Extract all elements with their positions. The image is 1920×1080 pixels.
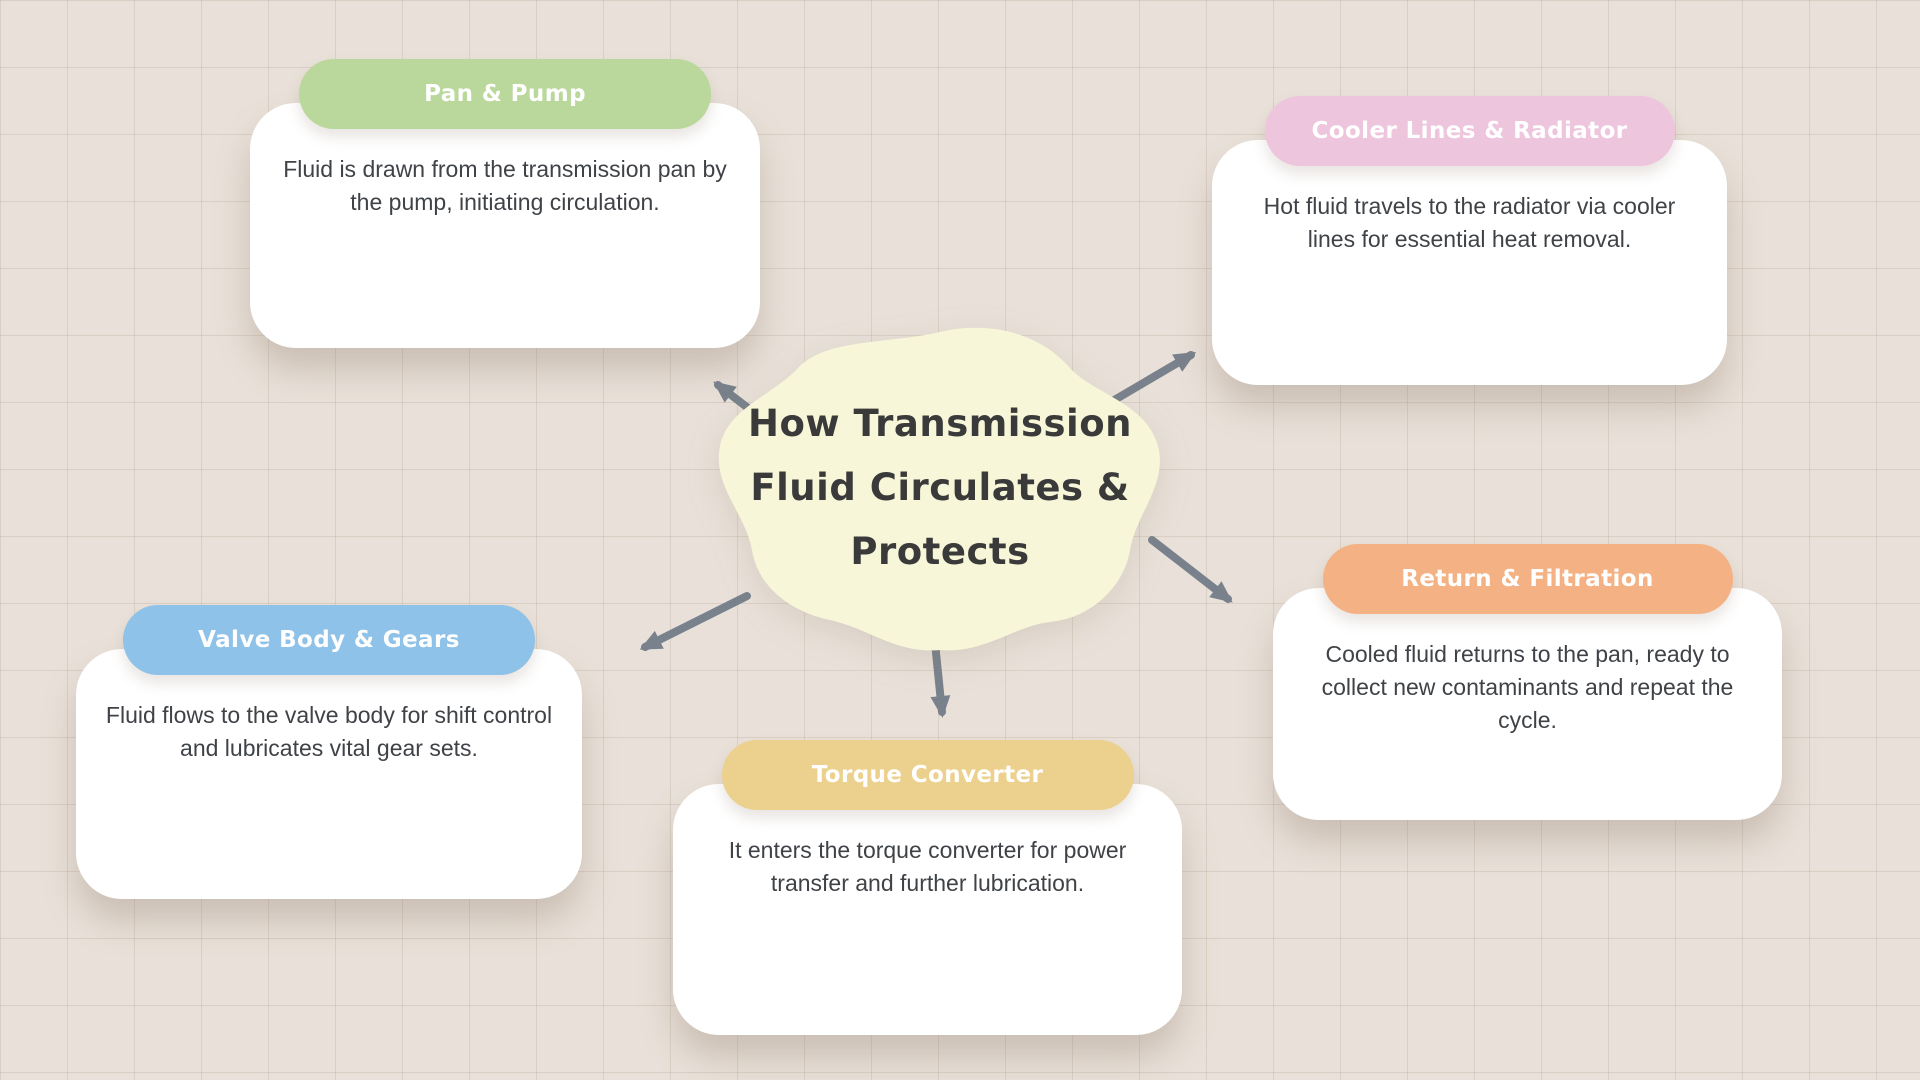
- node-title: Valve Body & Gears: [198, 627, 460, 653]
- node-title: Cooler Lines & Radiator: [1311, 118, 1628, 144]
- node-description: Fluid is drawn from the transmission pan…: [283, 156, 727, 215]
- center-title-line: Fluid Circulates &: [750, 466, 1130, 509]
- node-card-cooler-lines-radiator: Cooler Lines & Radiator Hot fluid travel…: [1212, 96, 1727, 385]
- node-card-pan-pump: Pan & Pump Fluid is drawn from the trans…: [250, 59, 760, 348]
- node-card-valve-body-gears: Valve Body & Gears Fluid flows to the va…: [76, 605, 582, 899]
- node-card-return-filtration: Return & Filtration Cooled fluid returns…: [1273, 544, 1782, 820]
- node-description: Hot fluid travels to the radiator via co…: [1263, 193, 1676, 252]
- node-header-cooler-lines-radiator: Cooler Lines & Radiator: [1264, 96, 1675, 166]
- center-topic: How Transmission Fluid Circulates & Prot…: [700, 318, 1180, 658]
- node-title: Torque Converter: [811, 762, 1044, 788]
- node-title: Return & Filtration: [1401, 566, 1654, 592]
- node-description: Fluid flows to the valve body for shift …: [105, 702, 553, 761]
- node-description: It enters the torque converter for power…: [728, 837, 1127, 896]
- center-title: How Transmission Fluid Circulates & Prot…: [700, 318, 1180, 658]
- node-header-torque-converter: Torque Converter: [721, 740, 1134, 810]
- node-title: Pan & Pump: [424, 81, 586, 107]
- blob-shape: [718, 327, 1160, 651]
- center-title-line: How Transmission: [748, 402, 1132, 445]
- node-card-torque-converter: Torque Converter It enters the torque co…: [673, 740, 1182, 1035]
- node-description: Cooled fluid returns to the pan, ready t…: [1321, 641, 1734, 733]
- node-header-pan-pump: Pan & Pump: [299, 59, 711, 129]
- node-header-return-filtration: Return & Filtration: [1322, 544, 1733, 614]
- center-title-line: Protects: [850, 530, 1030, 573]
- node-header-valve-body-gears: Valve Body & Gears: [123, 605, 535, 675]
